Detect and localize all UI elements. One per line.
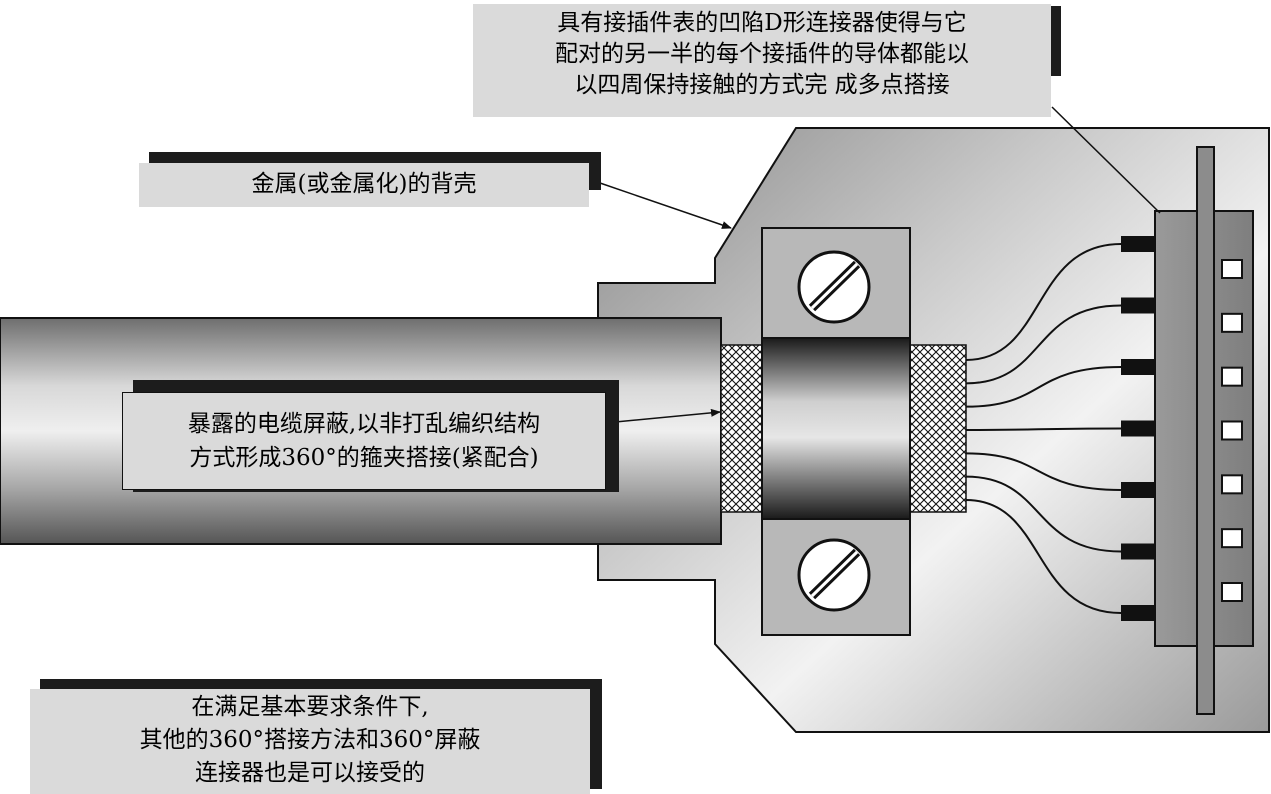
- shield-callout-line-1: 暴露的电缆屏蔽,以非打乱编织结构: [187, 411, 541, 437]
- backshell-callout: 金属(或金属化)的背壳: [139, 163, 589, 207]
- note-callout: 在满足基本要求条件下, 其他的360°搭接方法和360°屏蔽 连接器也是可以接受…: [30, 689, 590, 794]
- braid-left: [720, 344, 766, 513]
- contact-pin: [1121, 420, 1155, 437]
- connector-callout: 具有接插件表的凹陷D形连接器使得与它 配对的另一半的每个接插件的导体都能以 以四…: [473, 4, 1051, 117]
- wire: [965, 366, 1122, 408]
- top-callout-leader: [1051, 106, 1161, 214]
- connector-callout-line-2: 配对的另一半的每个接插件的导体都能以: [555, 41, 969, 67]
- socket-contact: [1221, 312, 1243, 333]
- socket-contact: [1221, 582, 1243, 602]
- socket-contact: [1221, 259, 1243, 279]
- wire: [965, 499, 1122, 614]
- backshell-callout-leader: [599, 182, 732, 229]
- wire: [965, 475, 1122, 553]
- wire: [965, 304, 1122, 385]
- contact-pin: [1121, 605, 1155, 621]
- note-callout-line-1: 在满足基本要求条件下,: [191, 694, 429, 720]
- connector-callout-line-1: 具有接插件表的凹陷D形连接器使得与它: [557, 10, 967, 36]
- wire: [965, 427, 1122, 431]
- contact-pin: [1121, 297, 1155, 314]
- connector-flange: [1196, 146, 1215, 715]
- wire: [965, 452, 1122, 491]
- contact-pin: [1121, 482, 1155, 498]
- conductor-wires: [965, 243, 1122, 614]
- upper-screw-icon: [797, 250, 871, 324]
- lower-screw-icon: [797, 538, 871, 612]
- connector-callout-line-3: 以四周保持接触的方式完 成多点搭接: [574, 72, 950, 98]
- contact-pin: [1121, 236, 1155, 252]
- braid-right: [908, 344, 967, 513]
- wire: [965, 243, 1122, 361]
- shield-callout: 暴露的电缆屏蔽,以非打乱编织结构 方式形成360°的箍夹搭接(紧配合): [122, 392, 606, 490]
- socket-contact: [1221, 366, 1243, 387]
- note-callout-line-2: 其他的360°搭接方法和360°屏蔽: [139, 727, 481, 753]
- contact-pin: [1121, 543, 1155, 560]
- clamp-band: [761, 337, 911, 520]
- backshell-callout-text: 金属(或金属化)的背壳: [251, 171, 477, 197]
- socket-contact: [1221, 474, 1243, 495]
- note-callout-line-3: 连接器也是可以接受的: [195, 760, 425, 786]
- contact-pin: [1121, 359, 1155, 375]
- shield-callout-line-2: 方式形成360°的箍夹搭接(紧配合): [189, 445, 539, 471]
- connector-pins: [1121, 236, 1243, 621]
- shield-callout-leader: [604, 408, 721, 424]
- socket-contact: [1221, 420, 1243, 441]
- socket-contact: [1221, 528, 1243, 549]
